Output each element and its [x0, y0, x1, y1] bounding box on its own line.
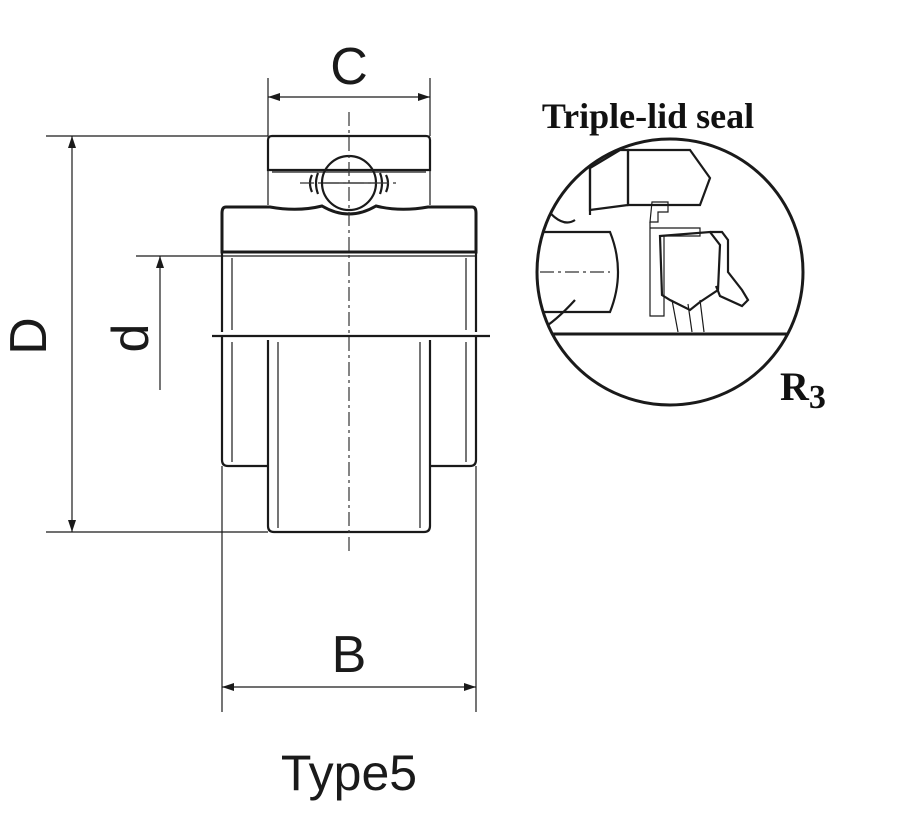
- dimension-label-D: D: [0, 317, 58, 355]
- outer-ring-section: [266, 134, 432, 172]
- dimension-label-d: d: [102, 324, 160, 353]
- dimension-label-b: B: [332, 626, 367, 684]
- dimension-lines: [46, 78, 477, 712]
- detail-title: Triple-lid seal: [542, 96, 754, 136]
- type-caption: Type5: [281, 745, 417, 801]
- inner-ring-extension: [220, 336, 478, 468]
- radius-label: R3: [780, 364, 826, 416]
- dimension-label-c: C: [330, 38, 368, 96]
- radius-letter: R: [780, 364, 810, 409]
- radius-number: 3: [809, 379, 826, 416]
- seal-detail: [535, 137, 805, 407]
- bearing-section: [212, 112, 490, 552]
- inner-ring-section: [220, 204, 478, 254]
